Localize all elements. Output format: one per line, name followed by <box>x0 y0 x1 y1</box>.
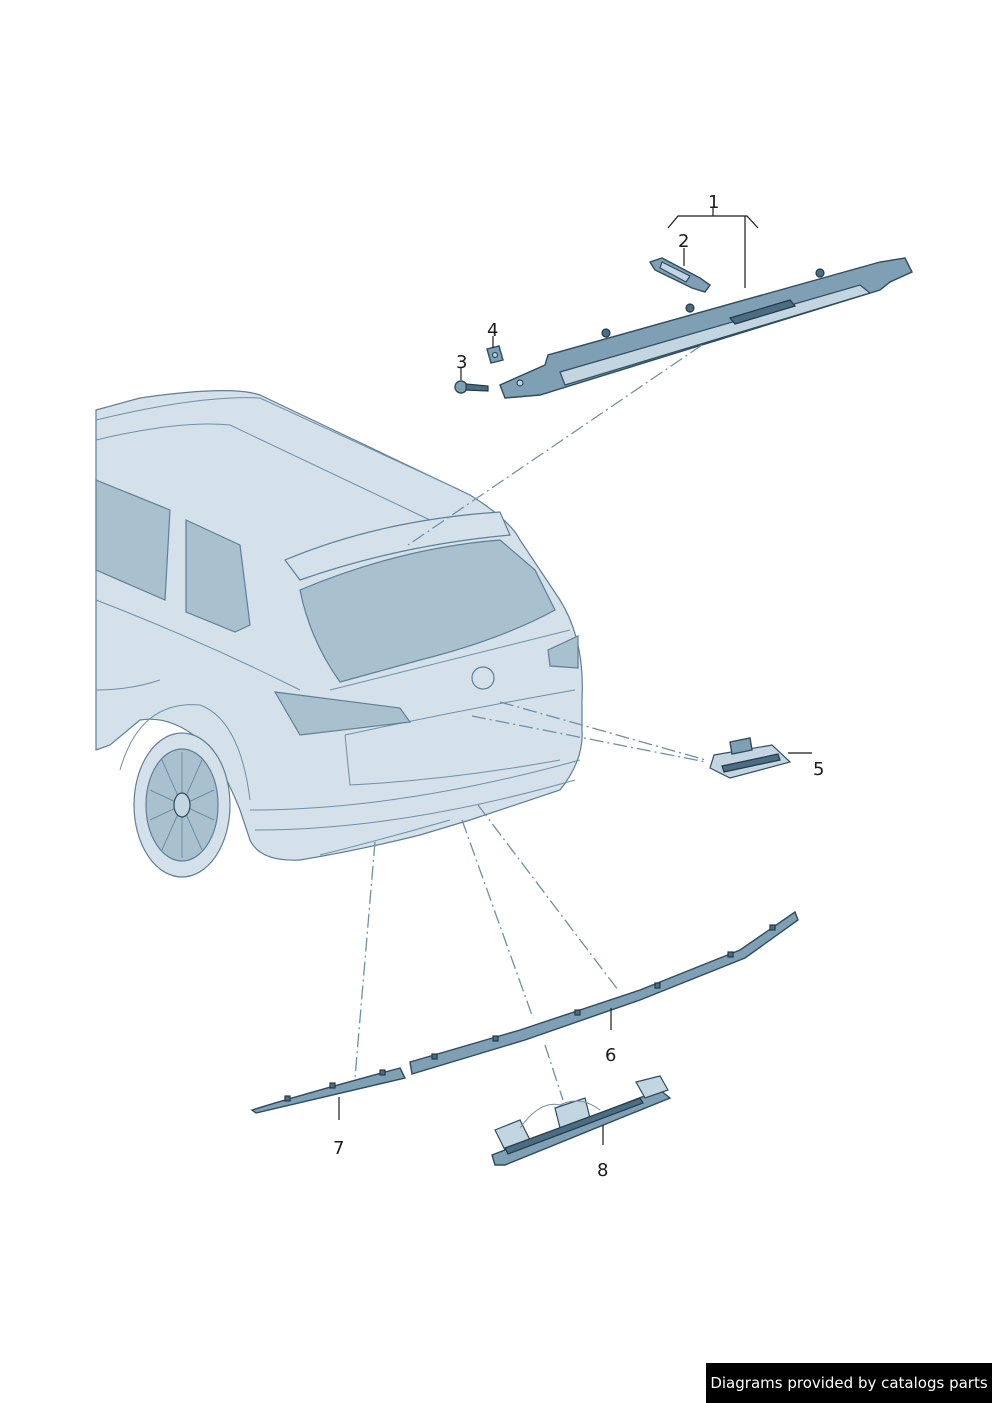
license-plate-light <box>709 737 792 779</box>
brake-light-assembly <box>499 257 913 399</box>
part-label-4: 4 <box>487 320 498 341</box>
trim-strip-right <box>409 910 799 1075</box>
vehicle-illustration <box>95 390 583 878</box>
callout-leaders <box>338 208 812 1145</box>
part-label-3: 3 <box>456 352 467 373</box>
callout-labels: 1 2 3 4 5 6 7 8 <box>333 192 824 1181</box>
clip-nut <box>486 345 504 364</box>
part-label-6: 6 <box>605 1045 616 1066</box>
part-label-1: 1 <box>708 192 719 213</box>
bulb-socket <box>648 257 711 293</box>
screw <box>454 380 489 394</box>
part-label-2: 2 <box>678 231 689 252</box>
assembly-dash-lines <box>354 344 707 1101</box>
part-label-7: 7 <box>333 1138 344 1159</box>
watermark-banner: Diagrams provided by catalogs parts <box>706 1363 992 1403</box>
tailgate-switch-bar <box>491 1075 672 1166</box>
part-label-8: 8 <box>597 1160 608 1181</box>
trim-strip-left <box>250 1067 407 1114</box>
part-label-5: 5 <box>813 759 824 780</box>
